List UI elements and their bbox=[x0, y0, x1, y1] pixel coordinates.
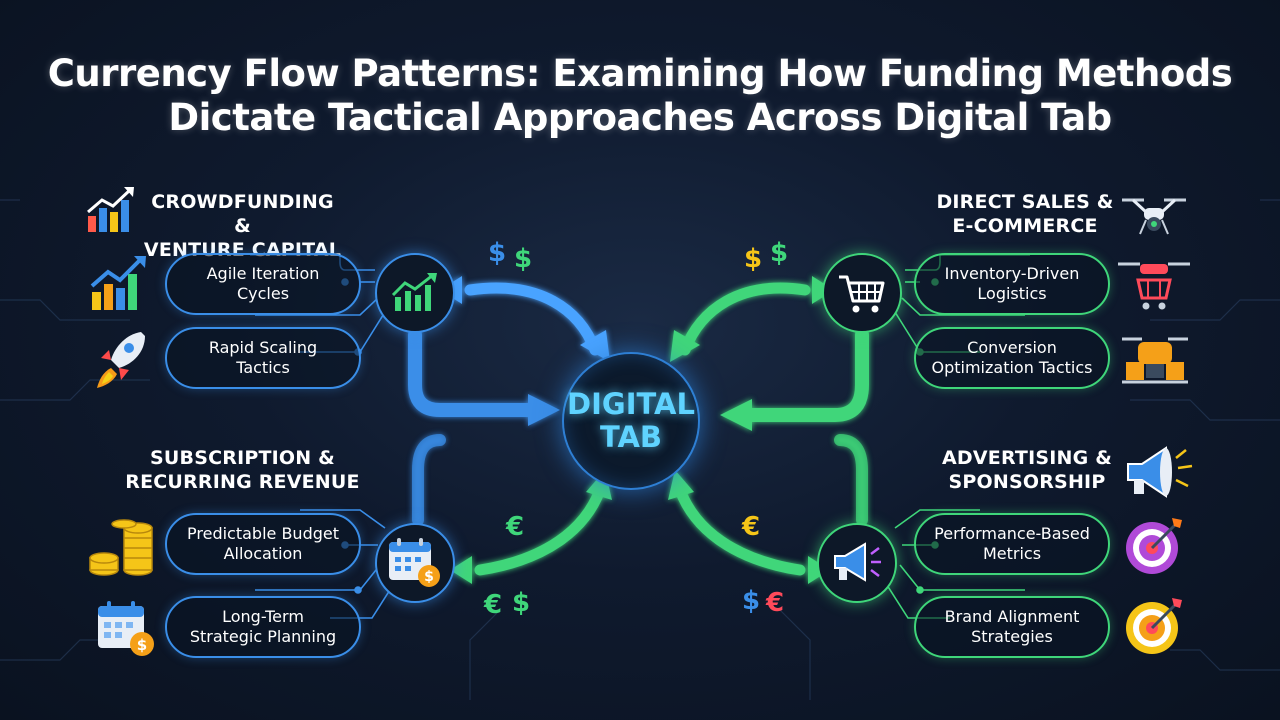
svg-text:$: $ bbox=[424, 569, 434, 585]
megaphone-icon bbox=[1127, 446, 1193, 498]
category-advertising-line-1: ADVERTISING & bbox=[941, 447, 1112, 469]
pill-inventory-driven: Inventory-Driven Logistics bbox=[914, 253, 1110, 315]
circuit-traces bbox=[0, 199, 1280, 700]
arrow-subscription-hub-vertical bbox=[412, 434, 446, 526]
shopping-cart-icon bbox=[839, 275, 885, 313]
pill-brand-alignment: Brand Alignment Strategies bbox=[914, 596, 1110, 658]
category-crowdfunding: CROWDFUNDING & VENTURE CAPITAL bbox=[140, 190, 345, 262]
arrow-ecommerce-hub-to-center bbox=[743, 328, 869, 422]
pill-agile-iteration-line-1: Agile Iteration bbox=[206, 264, 320, 283]
page-title: Currency Flow Patterns: Examining How Fu… bbox=[0, 52, 1280, 140]
pill-predictable-budget: Predictable Budget Allocation bbox=[165, 513, 361, 575]
target-icon bbox=[1126, 518, 1182, 574]
growth-chart-icon bbox=[90, 256, 146, 310]
category-crowdfunding-line-1: CROWDFUNDING & bbox=[151, 191, 334, 237]
category-advertising-line-2: SPONSORSHIP bbox=[948, 471, 1106, 493]
pill-long-term-planning-line-2: Strategic Planning bbox=[189, 627, 337, 646]
left-speed-streaks bbox=[30, 207, 92, 641]
category-direct-sales-line-2: E-COMMERCE bbox=[952, 215, 1098, 237]
growth-chart-icon bbox=[87, 187, 134, 232]
pill-long-term-planning: Long-Term Strategic Planning bbox=[165, 596, 361, 658]
pill-brand-alignment-line-1: Brand Alignment bbox=[944, 607, 1080, 626]
currency-symbol: € bbox=[766, 588, 785, 618]
right-speed-streaks bbox=[1190, 209, 1250, 641]
currency-symbol: $ bbox=[744, 244, 763, 274]
pill-rapid-scaling-line-2: Tactics bbox=[236, 358, 290, 377]
pill-agile-iteration: Agile Iteration Cycles bbox=[165, 253, 361, 315]
hub-direct-sales bbox=[822, 253, 902, 333]
calendar-coin-icon: $ bbox=[389, 538, 440, 587]
currency-symbol: $ bbox=[488, 238, 507, 268]
arrow-crowdfunding-to-center bbox=[464, 282, 601, 356]
pill-inventory-driven-line-1: Inventory-Driven bbox=[944, 264, 1080, 283]
growth-chart-icon bbox=[391, 273, 437, 311]
arrow-ecommerce-to-center bbox=[679, 282, 811, 356]
hub-crowdfunding bbox=[375, 253, 455, 333]
category-subscription-line-1: SUBSCRIPTION & bbox=[150, 447, 335, 469]
pill-performance-based: Performance-Based Metrics bbox=[914, 513, 1110, 575]
category-advertising: ADVERTISING & SPONSORSHIP bbox=[938, 446, 1116, 494]
pill-long-term-planning-line-1: Long-Term bbox=[222, 607, 304, 626]
currency-symbol: $ bbox=[770, 238, 789, 268]
category-subscription: SUBSCRIPTION & RECURRING REVENUE bbox=[120, 446, 365, 494]
arrow-crowdfunding-hub-to-center bbox=[408, 328, 537, 417]
category-direct-sales: DIRECT SALES & E-COMMERCE bbox=[930, 190, 1120, 238]
pill-inventory-driven-line-2: Logistics bbox=[977, 284, 1047, 303]
megaphone-icon bbox=[834, 542, 881, 582]
arrow-advertising-hub-vertical bbox=[834, 434, 868, 526]
drone-icon bbox=[1122, 198, 1186, 235]
category-direct-sales-line-1: DIRECT SALES & bbox=[936, 191, 1114, 213]
pill-rapid-scaling-line-1: Rapid Scaling bbox=[208, 338, 318, 357]
title-line-2: Dictate Tactical Approaches Across Digit… bbox=[168, 96, 1112, 139]
hub-advertising bbox=[817, 523, 897, 603]
hub-subscription: $ bbox=[375, 523, 455, 603]
calendar-coin-icon: $ bbox=[98, 601, 154, 656]
title-line-1: Currency Flow Patterns: Examining How Fu… bbox=[47, 52, 1233, 95]
currency-symbol: € bbox=[484, 590, 503, 620]
currency-symbol: $ bbox=[742, 586, 761, 616]
arrow-subscription-to-center bbox=[474, 484, 606, 576]
drone-package-icon bbox=[1122, 337, 1188, 384]
pill-conversion-optimization: Conversion Optimization Tactics bbox=[914, 327, 1110, 389]
pill-conversion-optimization-line-2: Optimization Tactics bbox=[931, 358, 1093, 377]
currency-symbol: € bbox=[742, 512, 761, 542]
category-subscription-line-2: RECURRING REVENUE bbox=[125, 471, 360, 493]
coin-stack-icon bbox=[89, 519, 153, 576]
arrowhead-crowdfunding-center bbox=[580, 330, 610, 362]
svg-text:$: $ bbox=[137, 636, 147, 654]
center-label-line-1: DIGITAL bbox=[567, 387, 695, 421]
pill-performance-based-line-2: Metrics bbox=[982, 544, 1042, 563]
pill-predictable-budget-line-2: Allocation bbox=[223, 544, 303, 563]
pill-performance-based-line-1: Performance-Based bbox=[934, 524, 1090, 543]
pill-brand-alignment-line-2: Strategies bbox=[971, 627, 1053, 646]
center-node-digital-tab: DIGITAL TAB bbox=[562, 352, 700, 490]
center-label-line-2: TAB bbox=[599, 420, 663, 454]
drone-cart-icon bbox=[1118, 262, 1190, 310]
pill-agile-iteration-line-2: Cycles bbox=[236, 284, 290, 303]
pill-rapid-scaling: Rapid Scaling Tactics bbox=[165, 327, 361, 389]
pill-predictable-budget-line-1: Predictable Budget bbox=[187, 524, 339, 543]
currency-symbol: $ bbox=[512, 588, 531, 618]
arrow-advertising-to-center bbox=[674, 484, 806, 576]
currency-symbol: $ bbox=[514, 244, 533, 274]
currency-symbol: € bbox=[506, 512, 525, 542]
rocket-icon bbox=[97, 332, 145, 388]
target-icon bbox=[1126, 598, 1182, 654]
pill-conversion-optimization-line-1: Conversion bbox=[967, 338, 1057, 357]
